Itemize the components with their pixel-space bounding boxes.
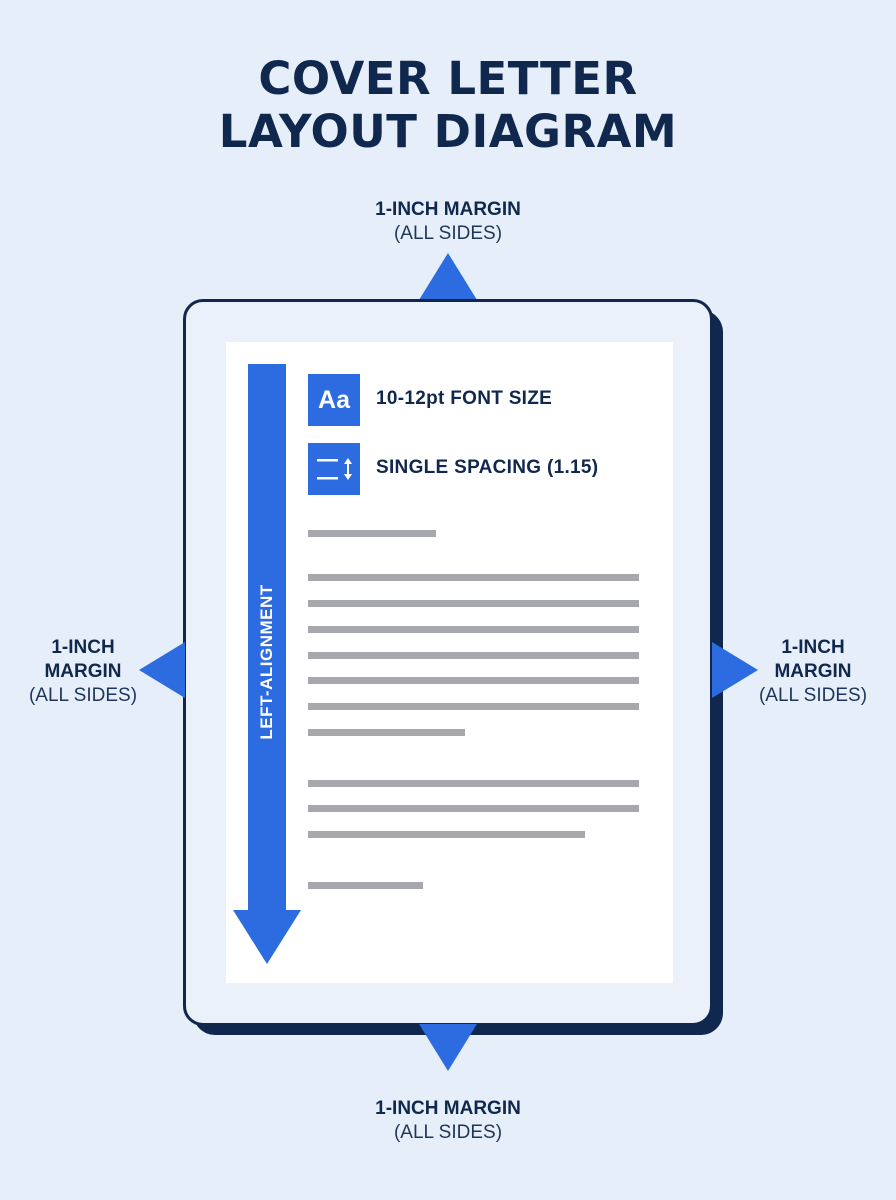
text-line-medium [308,831,585,838]
left-alignment-bar [248,364,286,912]
top-margin-label: 1-INCH MARGIN (ALL SIDES) [298,198,598,246]
text-line-short [308,729,465,736]
font-size-icon: Aa [308,374,360,426]
top-margin-sub: (ALL SIDES) [393,223,503,244]
right-margin-sub: (ALL SIDES) [758,685,868,706]
diagram-title: COVER LETTER LAYOUT DIAGRAM [0,52,896,158]
arrow-right-icon [712,642,758,698]
font-size-label: 10-12pt FONT SIZE [376,388,553,409]
right-margin-line2: MARGIN [774,661,852,682]
arrow-down-long-icon [233,910,301,964]
left-alignment-label: LEFT-ALIGNMENT [257,584,276,740]
page-content-area [226,342,673,983]
text-line [308,574,639,581]
left-margin-line1: 1-INCH [51,637,115,658]
title-line-1: COVER LETTER [258,52,638,105]
spacing-label: SINGLE SPACING (1.15) [376,457,599,478]
bottom-margin-label: 1-INCH MARGIN (ALL SIDES) [298,1097,598,1145]
left-margin-label: 1-INCH MARGIN (ALL SIDES) [12,636,154,708]
font-size-icon-text: Aa [318,386,350,414]
bottom-margin-sub: (ALL SIDES) [393,1122,503,1143]
title-line-2: LAYOUT DIAGRAM [218,105,678,158]
text-line [308,780,639,787]
right-margin-line1: 1-INCH [781,637,845,658]
arrow-down-icon [419,1024,477,1071]
left-margin-line2: MARGIN [44,661,122,682]
arrow-left-icon [139,642,185,698]
bottom-margin-title: 1-INCH MARGIN [375,1098,521,1119]
text-line [308,805,639,812]
line-spacing-icon [308,443,360,495]
text-line-heading [308,530,436,537]
text-line [308,652,639,659]
right-margin-label: 1-INCH MARGIN (ALL SIDES) [742,636,884,708]
text-line [308,626,639,633]
text-line [308,600,639,607]
text-line [308,677,639,684]
text-line [308,703,639,710]
top-margin-title: 1-INCH MARGIN [375,199,521,220]
text-line-signature [308,882,423,889]
left-margin-sub: (ALL SIDES) [28,685,138,706]
arrow-up-icon [419,253,477,300]
